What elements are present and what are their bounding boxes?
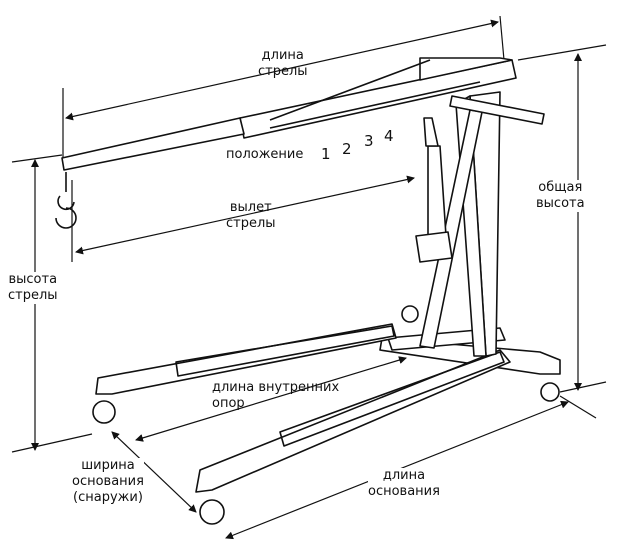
- left-leg-inner-sleeve: [175, 325, 395, 377]
- position-label: положение: [226, 147, 304, 162]
- front-leg-sleeve: [279, 351, 505, 447]
- wheel-front-main: [199, 499, 225, 525]
- base-length-label: длина основания: [368, 468, 440, 500]
- boom-length-dimension: [65, 19, 499, 121]
- hydraulic-ram-body: [427, 145, 447, 237]
- wheel-front-left: [92, 400, 116, 424]
- inner-legs-dimension: [135, 356, 407, 442]
- left-leg-outer: [95, 323, 397, 395]
- total-height-label: общая высота: [536, 180, 585, 212]
- wheel-rear-right: [540, 382, 560, 402]
- boom-reach-dimension: [75, 175, 415, 255]
- boom-inner: [61, 117, 245, 171]
- wheel-rear-inner: [401, 305, 419, 323]
- main-front-leg: [195, 349, 511, 493]
- base-width-label: ширина основания (снаружи): [72, 458, 144, 506]
- boom-height-label: высота стрелы: [8, 272, 58, 304]
- position-number-1: 1: [321, 145, 331, 163]
- position-number-4: 4: [384, 127, 394, 145]
- inner-legs-label: длина внутренних опор: [212, 380, 340, 411]
- ram-pump-base: [415, 231, 453, 263]
- boom-length-label: длина стрелы: [258, 48, 308, 79]
- hook: [55, 172, 77, 229]
- pump-handle: [449, 95, 545, 125]
- boom-top-frame: [419, 57, 513, 81]
- position-number-2: 2: [342, 140, 352, 158]
- position-number-3: 3: [364, 132, 374, 150]
- hydraulic-ram-rod: [423, 117, 439, 147]
- boom-reach-label: вылет стрелы: [226, 200, 276, 231]
- base-width-dimension: [111, 431, 197, 513]
- crane-structure: [55, 57, 561, 525]
